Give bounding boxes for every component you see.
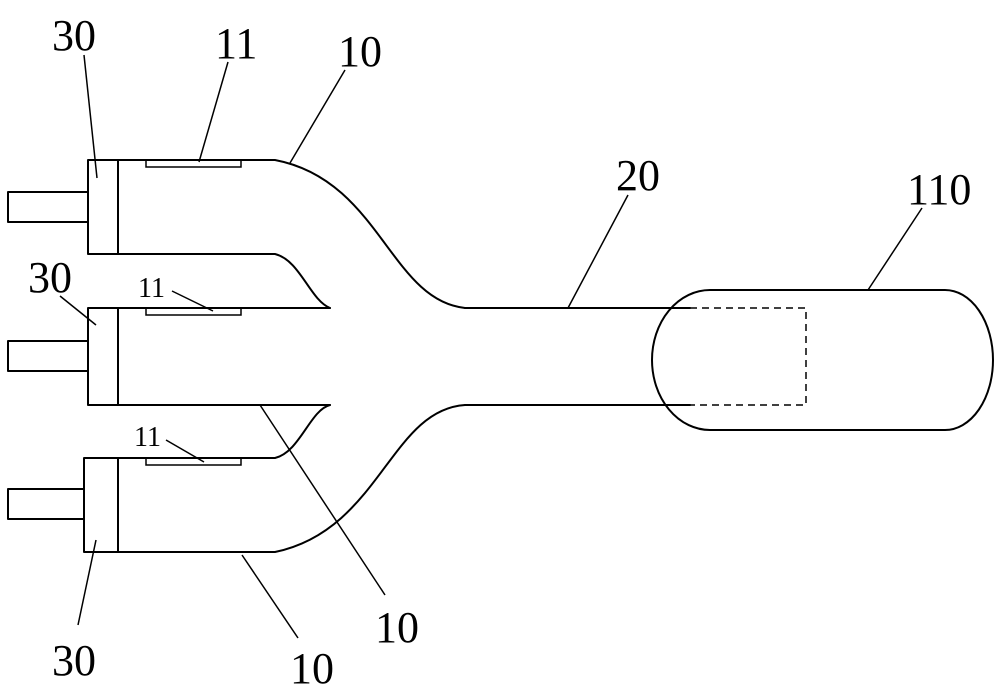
top-branch-outer — [118, 160, 465, 308]
label-110: 110 — [907, 165, 971, 214]
middle-pin — [8, 341, 88, 371]
label-10-bot: 10 — [290, 644, 334, 693]
leader-10-top — [290, 70, 345, 163]
bottom-element-11 — [146, 458, 241, 465]
label-10-bot-right: 10 — [375, 603, 419, 652]
label-20: 20 — [616, 151, 660, 200]
capsule-outline — [652, 290, 993, 430]
middle-element-11 — [146, 308, 241, 315]
top-plug-body — [88, 160, 118, 254]
middle-connector — [8, 308, 118, 405]
bottom-branch-outer — [118, 405, 465, 552]
label-11-mid: 11 — [138, 273, 165, 304]
label-30-top: 30 — [52, 11, 96, 60]
leader-10-bot — [242, 555, 298, 638]
label-10-top: 10 — [338, 27, 382, 76]
label-11-top: 11 — [215, 19, 257, 68]
bottom-branch — [118, 405, 465, 552]
top-branch — [118, 160, 465, 308]
label-30-mid: 30 — [28, 253, 72, 302]
top-pin — [8, 192, 88, 222]
bottom-connector — [8, 458, 118, 552]
bottom-pin — [8, 489, 84, 519]
reference-labels: 30 11 10 20 110 30 11 11 10 30 10 — [28, 11, 971, 693]
leader-10-bot-right — [260, 405, 385, 595]
top-connector — [8, 160, 118, 254]
trunk-20 — [465, 308, 690, 405]
leader-110 — [868, 208, 922, 290]
leader-11-top — [199, 62, 228, 162]
leader-20 — [568, 195, 628, 308]
bottom-plug-body — [84, 458, 118, 552]
inserted-trunk-end — [690, 308, 806, 405]
label-30-bot: 30 — [52, 636, 96, 685]
label-11-bot: 11 — [134, 422, 161, 453]
capsule-110 — [652, 290, 993, 430]
middle-branch — [118, 308, 330, 405]
top-element-11 — [146, 160, 241, 167]
leader-lines — [60, 55, 922, 638]
